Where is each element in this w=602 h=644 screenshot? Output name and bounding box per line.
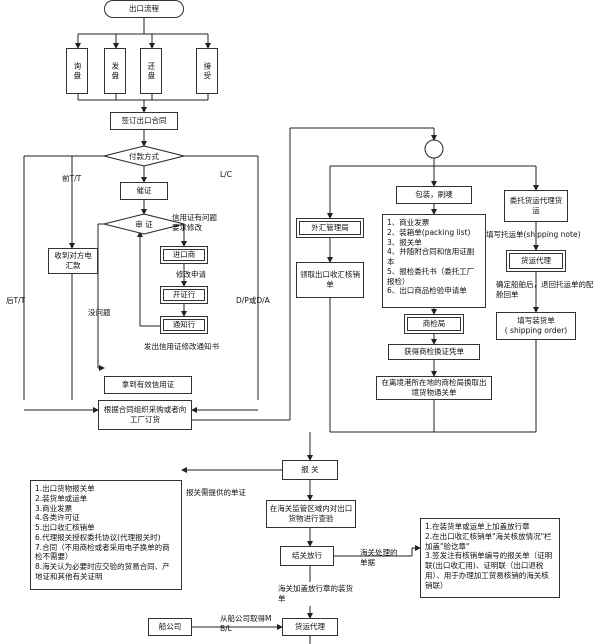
packing: 包装，刷唛 (396, 186, 472, 204)
forex-bureau: 外汇管理局 (296, 218, 364, 238)
inspect-goods: 在海关监管区域内对出口货物进行查验 (266, 500, 356, 528)
importer: 进口商 (160, 246, 208, 264)
review-diamond (103, 213, 185, 235)
fill-shipping-note-label: 填写托运单(shipping note) (486, 230, 581, 239)
receive-tt: 收到对方电汇款 (48, 248, 98, 274)
valid-lc: 拿到有效信用证 (104, 376, 192, 394)
freight-agent-2: 货运代理 (282, 618, 338, 636)
customs-docs: 1.出口货物报关单 2.装货单或运单 3.商业发票 4.各类许可证 5.出口收汇… (30, 480, 182, 590)
issuing-bank: 开证行 (160, 286, 208, 304)
amend-notice-label: 发出信用证修改通知书 (144, 342, 219, 351)
exchange-pass: 在离境港所在地的商检局换取出境货物通关单 (376, 376, 492, 400)
confirm-ship-label: 确定船舶后，退回托运单的配舱回单 (496, 280, 594, 299)
front-tt-label: 前T/T (62, 174, 82, 183)
docs-list: 1、商业发票 2、装箱单(packing list) 3、报关单 4、并随附合同… (382, 214, 486, 308)
payment-diamond (103, 145, 185, 167)
stage-offer: 发盘 (104, 48, 126, 94)
stamp-order-label: 海关加盖放行章的装货单 (278, 584, 353, 603)
merge-circle (424, 139, 444, 159)
fill-order: 填写装货单 ( shipping order) (496, 312, 576, 340)
urge-lc: 催证 (120, 182, 168, 200)
get-certificate: 获得商检换证凭单 (388, 344, 480, 360)
payment-method: 付款方式 (129, 151, 159, 161)
customs-handled-label: 海关处理的单据 (360, 548, 398, 567)
no-problem-label: 没问题 (88, 308, 111, 317)
customs: 报 关 (282, 460, 338, 480)
dp-da-label: D/P或D/A (236, 296, 270, 305)
stage-inquiry: 询盘 (66, 48, 88, 94)
lc-label: L/C (220, 170, 232, 179)
customs-stamp-docs: 1.在装货单或运单上加盖放行章 2.在出口收汇核销单"海关核放情况"栏加盖"验讫… (420, 518, 560, 598)
entrust-forwarder: 委托货运代理货运 (504, 190, 568, 222)
stage-counter-offer: 还盘 (140, 48, 162, 94)
inspection-bureau: 商检局 (404, 314, 464, 334)
start-node: 出口流程 (104, 0, 184, 18)
amend-request-label: 修改申请 (176, 270, 206, 279)
review-lc: 审 证 (135, 219, 153, 229)
release: 结关放行 (280, 546, 334, 566)
sign-contract: 签订出口合同 (110, 112, 178, 130)
get-verification: 领取出口收汇核销单 (296, 262, 364, 298)
docs-required-label: 报关需提供的单证 (186, 488, 246, 497)
shipping-company: 船公司 (148, 618, 192, 636)
get-bl-label: 从船公司取得M B/L (220, 614, 272, 633)
lc-problem-label: 信用证有问题要求修改 (172, 213, 217, 232)
organize-goods: 根据合同组织采购或者向工厂订货 (98, 400, 192, 430)
back-tt-label: 后T/T (6, 296, 26, 305)
freight-agent: 货运代理 (506, 250, 566, 272)
notifying-bank: 通知行 (160, 316, 208, 334)
stage-accept: 接受 (196, 48, 218, 94)
